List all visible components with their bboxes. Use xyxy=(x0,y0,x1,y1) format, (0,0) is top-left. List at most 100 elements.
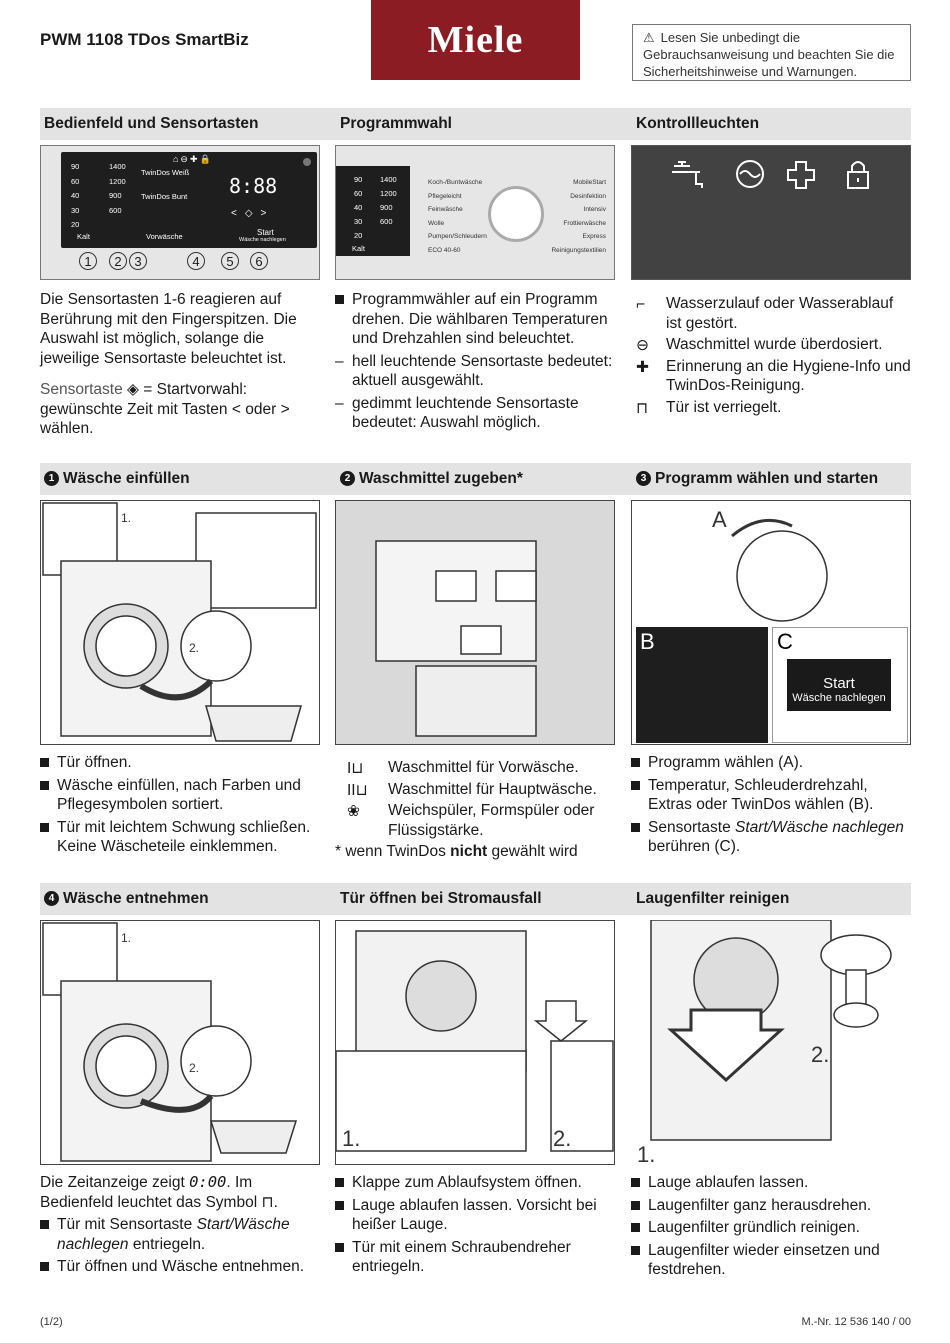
heading-stromausfall: Tür öffnen bei Stromausfall xyxy=(340,890,542,907)
hygiene-text: Erinnerung an die Hygiene-Info und TwinD… xyxy=(666,357,911,395)
vorwaesche-label: Vorwäsche xyxy=(146,232,183,241)
step-1-label: 1. xyxy=(342,1126,361,1151)
step-a-label: A xyxy=(712,507,727,532)
detergent-overdose-icon xyxy=(736,160,764,188)
tuer-oeffnen-item: Tür öffnen. xyxy=(40,753,320,773)
sec3-col2-text: Klappe zum Ablaufsystem öffnen. Lauge ab… xyxy=(335,1173,615,1280)
start-button-zoom[interactable]: Start Wäsche nachlegen xyxy=(787,659,891,711)
twindos-bunt-label: TwinDos Bunt xyxy=(141,192,188,201)
water-tap-icon xyxy=(672,161,703,188)
section-bar-2 xyxy=(40,463,911,495)
sensortaste-start-item: Sensortaste Start/Wäsche nachlegen berüh… xyxy=(631,818,911,857)
sec3-col3-text: Lauge ablaufen lassen. Laugenfilter ganz… xyxy=(631,1173,911,1283)
lock-icon xyxy=(847,171,869,189)
tuer-entriegeln-item: Tür mit einem Schraubendreher entriegeln… xyxy=(335,1238,615,1277)
zeitanzeige-text: Die Zeitanzeige zeigt xyxy=(40,1174,185,1191)
water-fault-text: Wasserzulauf oder Wasserablauf ist gestö… xyxy=(666,295,894,332)
step-1-label: 1. xyxy=(637,1142,656,1167)
section-bar-3 xyxy=(40,883,911,915)
col3-text: ⌐ Wasserzulauf oder Wasserablauf ist gest… xyxy=(636,294,911,419)
nachlegen-label: Wäsche nachlegen xyxy=(239,237,286,243)
step-1-label: 1. xyxy=(121,931,132,945)
load-laundry-illustration: 1. 2. xyxy=(40,500,320,745)
col2-text: Programmwähler auf ein Programm drehen. … xyxy=(335,290,615,436)
heading-kontrollleuchten: Kontrollleuchten xyxy=(636,115,760,132)
lint-filter-illustration: 1. 2. xyxy=(631,919,911,1167)
softener-flower-icon: ❀ xyxy=(347,803,360,820)
water-tap-icon: ⌐ xyxy=(636,296,646,313)
prewash-compartment-icon: I⊔ xyxy=(347,760,364,777)
heading-bedienfeld: Bedienfeld und Sensortasten xyxy=(44,115,259,132)
sec2-col2-text: I⊔Waschmittel für Vorwäsche. II⊔Waschmit… xyxy=(335,758,615,862)
step-1-label: 1. xyxy=(121,511,132,525)
panel-b-display xyxy=(636,627,768,743)
warning-text: Lesen Sie unbedingt die Gebrauchsanweisu… xyxy=(643,30,895,79)
lauge-ablaufen-item: Lauge ablaufen lassen. xyxy=(631,1173,911,1193)
step-c-label: C xyxy=(777,629,793,654)
symbol-text: . Im Bedienfeld leuchtet das Symbol xyxy=(40,1174,258,1211)
sec3-col1-text: Die Zeitanzeige zeigt 0:00. Im Bedienfel… xyxy=(40,1173,320,1280)
overdose-icon: ⊖ xyxy=(636,337,649,354)
document-number: M.-Nr. 12 536 140 / 00 xyxy=(801,1316,911,1328)
start-label: Start xyxy=(257,228,274,237)
unload-laundry-illustration: 1. 2. xyxy=(40,920,320,1165)
heading-programmwahl: Programmwahl xyxy=(340,115,452,132)
weichspueler-text: Weichspüler, Formspüler oder Flüssigstär… xyxy=(388,802,595,839)
filter-einsetzen-item: Laugenfilter wieder einsetzen und festdr… xyxy=(631,1241,911,1280)
waehlen-text: wählen. xyxy=(40,420,94,437)
hauptwaesche-text: Waschmittel für Hauptwäsche. xyxy=(388,780,597,798)
gedimmt-leuchtend-item: gedimmt leuchtende Sensortaste bedeutet:… xyxy=(335,394,615,433)
step-2-label: 2. xyxy=(189,1061,200,1075)
kalt-label: Kalt xyxy=(77,232,90,241)
programm-waehlen-item: Programm wählen (A). xyxy=(631,753,911,773)
tuer-schliessen-item: Tür mit leichtem Schwung schließen. Kein… xyxy=(40,818,320,857)
sec2-col1-text: Tür öffnen. Wäsche einfüllen, nach Farbe… xyxy=(40,753,320,860)
time-display: 8:88 xyxy=(229,174,278,198)
waesche-einfuellen-item: Wäsche einfüllen, nach Farben und Pflege… xyxy=(40,776,320,815)
miele-logo: Miele xyxy=(371,0,580,80)
heading-laugenfilter: Laugenfilter reinigen xyxy=(636,890,790,907)
hell-leuchtend-item: hell leuchtende Sensortaste bedeutet: ak… xyxy=(335,352,615,391)
step-2-label: 2. xyxy=(811,1042,830,1067)
overdose-text: Waschmittel wurde überdosiert. xyxy=(666,336,883,353)
power-indicator xyxy=(303,158,311,166)
nachlegen-button-label: Wäsche nachlegen xyxy=(792,692,886,704)
lauge-ablaufen-item: Lauge ablaufen lassen. Vorsicht bei heiß… xyxy=(335,1196,615,1235)
twindos-weiss-label: TwinDos Weiß xyxy=(141,168,190,177)
arrow-buttons-mini: <◇> xyxy=(231,208,275,219)
entriegeln-item: Tür mit Sensortaste Start/Wäsche nachleg… xyxy=(40,1215,320,1254)
waesche-entnehmen-item: Tür öffnen und Wäsche entnehmen. xyxy=(40,1257,320,1277)
twindos-note-a: * wenn TwinDos xyxy=(335,843,446,860)
oder-text: oder xyxy=(245,400,277,418)
page-number: (1/2) xyxy=(40,1316,63,1328)
sensor-description: Die Sensortasten 1-6 reagieren auf Berüh… xyxy=(40,291,297,367)
hygiene-cross-icon xyxy=(787,161,815,189)
model-title: PWM 1108 TDos SmartBiz xyxy=(40,30,249,49)
lock-icon: ⊓ xyxy=(261,1193,274,1211)
right-arrow-icon: > xyxy=(280,400,290,418)
klappe-oeffnen-item: Klappe zum Ablaufsystem öffnen. xyxy=(335,1173,615,1193)
step-2-label: 2. xyxy=(553,1126,572,1151)
warning-box: ⚠Lesen Sie unbedingt die Gebrauchsanweis… xyxy=(632,24,911,81)
filter-herausdrehen-item: Laugenfilter ganz herausdrehen. xyxy=(631,1196,911,1216)
detergent-drawer-illustration xyxy=(335,500,615,745)
program-dial[interactable] xyxy=(488,186,544,242)
startvorwahl-icon: ◈ xyxy=(127,381,139,398)
emergency-drain-illustration: 1. 2. xyxy=(335,920,615,1165)
zero-time-display: 0:00 xyxy=(189,1173,227,1191)
mainwash-compartment-icon: II⊔ xyxy=(347,781,368,799)
sec2-col3-text: Programm wählen (A). Temperatur, Schleud… xyxy=(631,753,911,860)
sensor-label: Sensortaste xyxy=(40,381,123,398)
door-locked-text: Tür ist verriegelt. xyxy=(666,398,782,416)
start-button-label: Start xyxy=(823,675,855,692)
